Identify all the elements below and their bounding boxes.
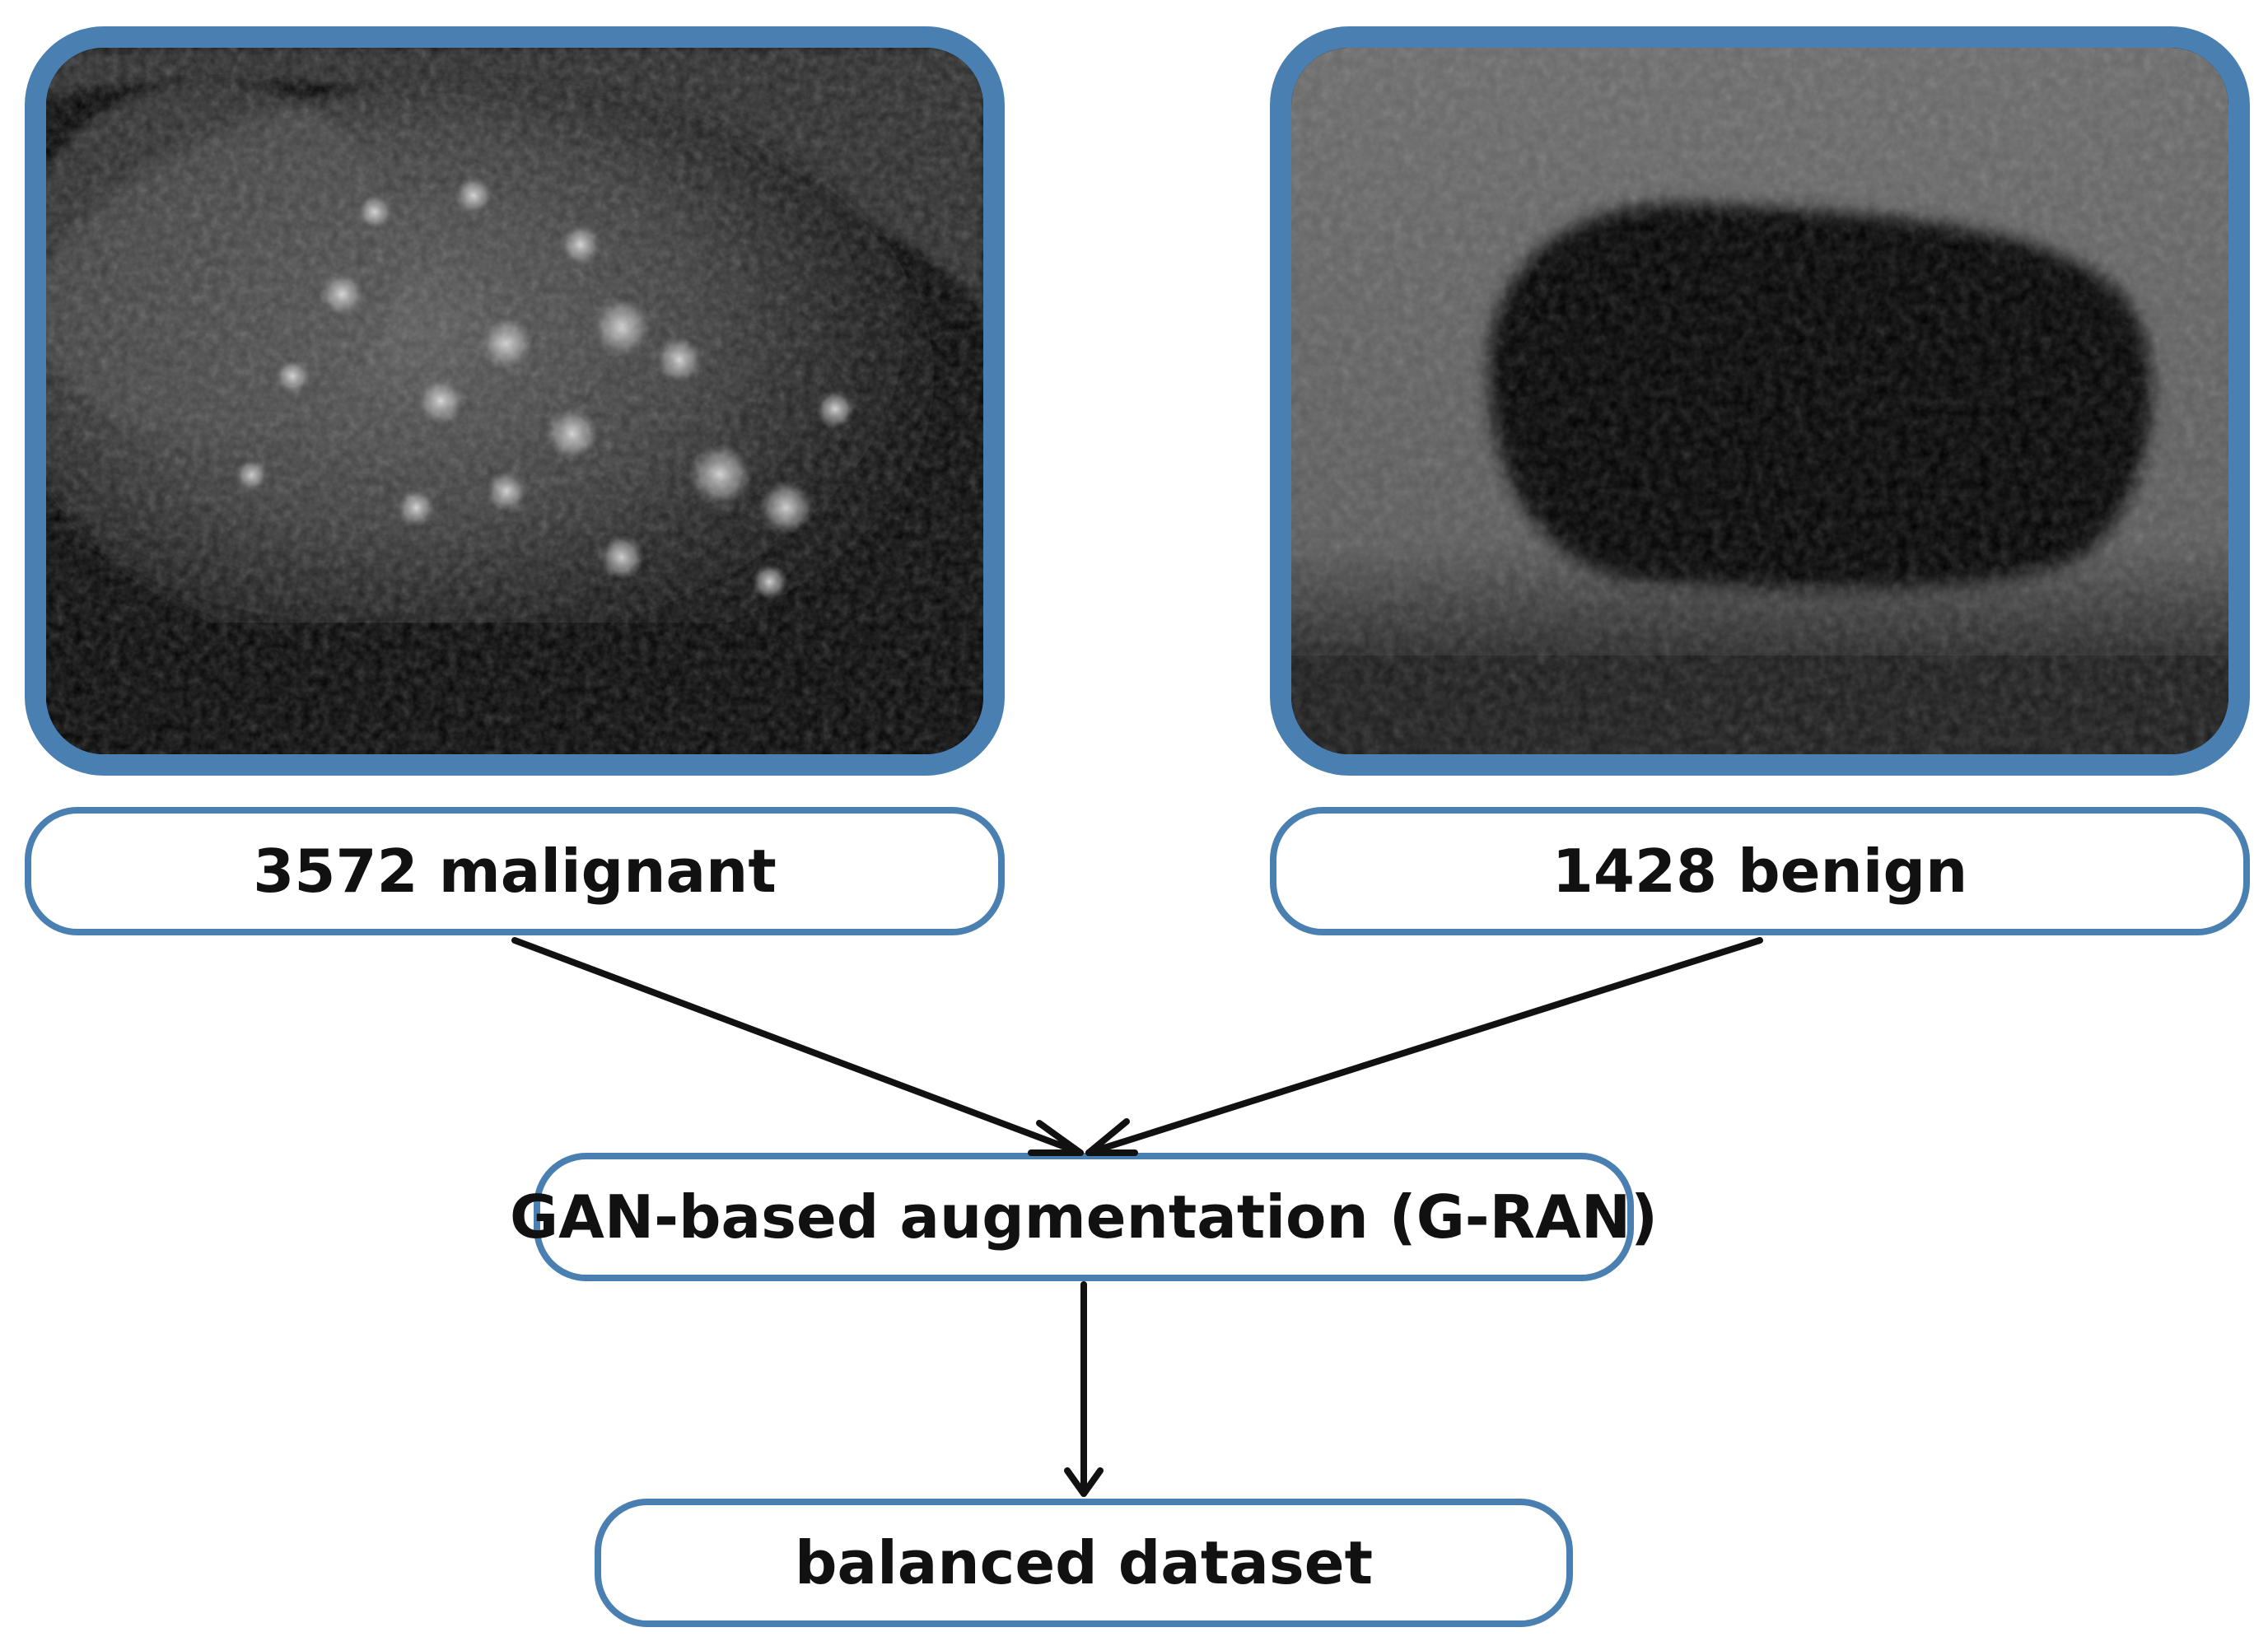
arrowhead-benign: [1085, 1118, 1138, 1156]
augmentation-box: GAN-based augmentation (G-RAN): [510, 1153, 1658, 1281]
arrowhead-malignant: [1028, 1120, 1084, 1156]
arrow-malignant-to-augmentation: [511, 937, 1084, 1156]
benign-count-box: 1428 benign: [1270, 807, 2250, 935]
balanced-dataset-label: balanced dataset: [795, 1528, 1373, 1597]
balanced-dataset-box: balanced dataset: [595, 1499, 1573, 1627]
arrow-benign-to-augmentation: [1085, 937, 1763, 1156]
benign-count-label: 1428 benign: [1552, 837, 1968, 906]
malignant-count-box: 3572 malignant: [25, 807, 1005, 935]
malignant-ultrasound-graphic: [46, 48, 983, 754]
benign-ultrasound-image: [1270, 26, 2250, 776]
benign-ultrasound-graphic: [1291, 48, 2228, 754]
malignant-count-label: 3572 malignant: [253, 837, 777, 906]
malignant-ultrasound-image: [25, 26, 1005, 776]
arrowhead-balanced: [1064, 1467, 1104, 1497]
augmentation-label: GAN-based augmentation (G-RAN): [510, 1182, 1658, 1252]
